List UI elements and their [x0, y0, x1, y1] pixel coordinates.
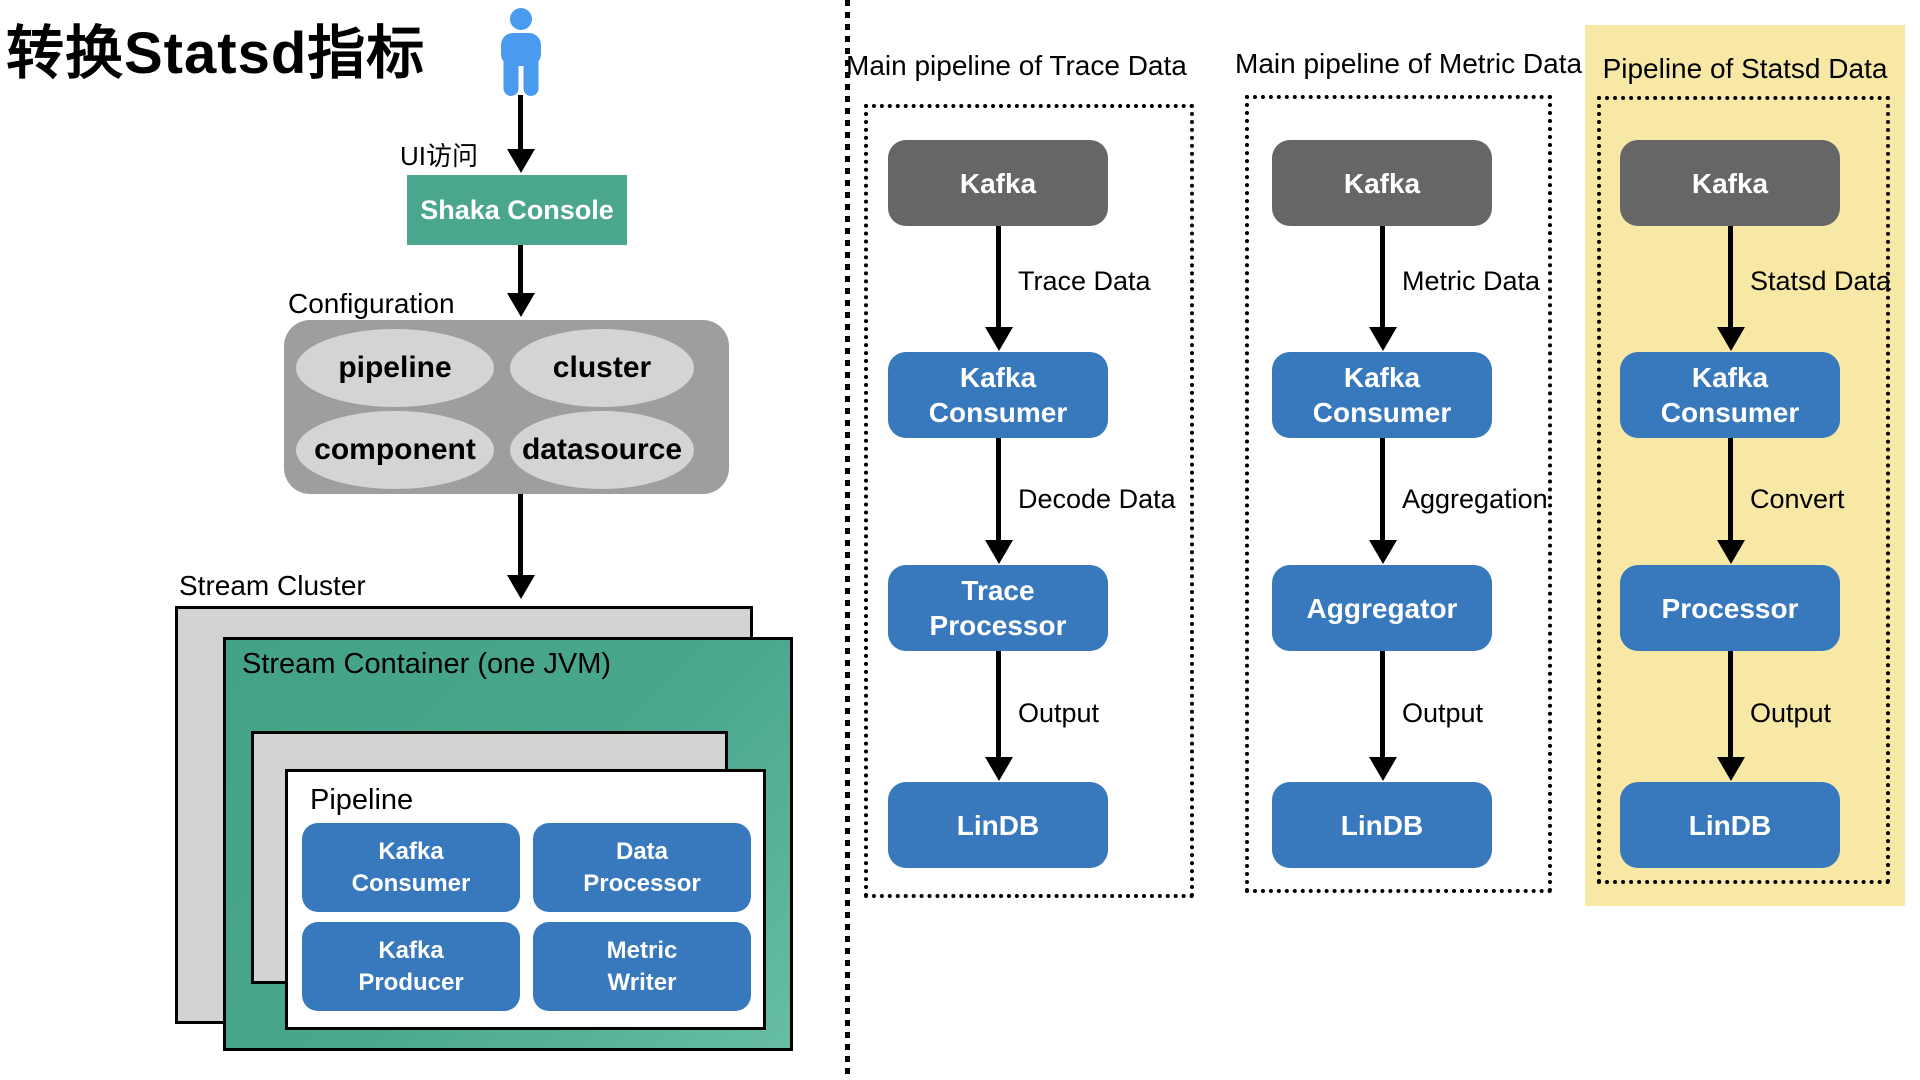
statsd-node-processor: Processor — [1620, 565, 1840, 651]
metric-arrow-3 — [1380, 651, 1385, 758]
pipeline-label: Pipeline — [310, 784, 414, 816]
config-item-cluster: cluster — [510, 329, 694, 407]
node-label: LinDB — [1688, 809, 1772, 841]
node-label: Processor — [929, 610, 1067, 641]
stream-container-label: Stream Container (one JVM) — [242, 648, 612, 680]
arrow-config-to-cluster — [518, 494, 523, 576]
statsd-arrow-2 — [1728, 438, 1733, 541]
trace-edge-label-3: Output — [1018, 698, 1100, 728]
config-item-pipeline: pipeline — [296, 329, 494, 407]
stream-cluster-label: Stream Cluster — [179, 570, 366, 601]
shaka-console-box: Shaka Console — [407, 175, 627, 245]
vertical-dotted-separator — [845, 0, 850, 1080]
component-data-processor: Data Processor — [533, 823, 751, 912]
statsd-node-kafka: Kafka — [1620, 140, 1840, 226]
node-label: Processor — [1661, 592, 1799, 624]
node-label: Kafka — [1343, 167, 1421, 199]
component-metric-writer: Metric Writer — [533, 922, 751, 1011]
component-kafka-consumer: Kafka Consumer — [302, 823, 520, 912]
metric-node-kafka: Kafka — [1272, 140, 1492, 226]
node-label: Kafka — [1343, 362, 1421, 393]
statsd-pipeline-border — [1597, 96, 1890, 884]
node-label: Consumer — [1660, 397, 1800, 428]
node-label: LinDB — [956, 809, 1040, 841]
metric-node-kafka-consumer: Kafka Consumer — [1272, 352, 1492, 438]
metric-pipeline-border — [1245, 95, 1552, 893]
statsd-edge-label-1: Statsd Data — [1750, 266, 1892, 296]
config-item-label: component — [314, 433, 476, 466]
statsd-edge-label-2: Convert — [1750, 484, 1845, 514]
statsd-pipeline-title: Pipeline of Statsd Data — [1602, 53, 1888, 84]
node-label: Kafka — [1691, 167, 1769, 199]
trace-edge-label-1: Trace Data — [1018, 266, 1151, 296]
node-label: Trace — [961, 575, 1035, 606]
config-item-datasource: datasource — [510, 411, 694, 489]
trace-arrow-3 — [996, 651, 1001, 758]
statsd-node-lindb: LinDB — [1620, 782, 1840, 868]
statsd-node-kafka-consumer: Kafka Consumer — [1620, 352, 1840, 438]
arrow-console-to-config — [518, 245, 523, 294]
metric-edge-label-2: Aggregation — [1402, 484, 1548, 514]
statsd-arrow-1 — [1728, 226, 1733, 328]
component-kafka-producer: Kafka Producer — [302, 922, 520, 1011]
component-label: Producer — [358, 968, 464, 996]
metric-node-lindb: LinDB — [1272, 782, 1492, 868]
trace-pipeline-border — [864, 104, 1194, 898]
node-label: Consumer — [928, 397, 1068, 428]
trace-arrow-1 — [996, 226, 1001, 328]
metric-arrow-1 — [1380, 226, 1385, 328]
metric-edge-label-3: Output — [1402, 698, 1484, 728]
node-label: Kafka — [959, 167, 1037, 199]
node-label: Consumer — [1312, 397, 1452, 428]
config-item-label: datasource — [521, 433, 683, 466]
statsd-edge-label-3: Output — [1750, 698, 1832, 728]
trace-edge-label-2: Decode Data — [1018, 484, 1176, 514]
node-label: Kafka — [959, 362, 1037, 393]
trace-arrow-2 — [996, 438, 1001, 541]
component-label: Kafka — [378, 937, 444, 965]
component-label: Metric — [606, 937, 678, 965]
person-icon — [494, 8, 548, 98]
ui-access-label: UI访问 — [399, 141, 478, 171]
metric-pipeline-title: Main pipeline of Metric Data — [1235, 48, 1583, 79]
trace-node-kafka-consumer: Kafka Consumer — [888, 352, 1108, 438]
trace-node-lindb: LinDB — [888, 782, 1108, 868]
config-item-component: component — [296, 411, 494, 489]
metric-arrow-2 — [1380, 438, 1385, 541]
trace-node-processor: Trace Processor — [888, 565, 1108, 651]
metric-node-aggregator: Aggregator — [1272, 565, 1492, 651]
component-label: Processor — [583, 869, 701, 897]
arrow-person-to-console — [518, 95, 523, 150]
metric-edge-label-1: Metric Data — [1402, 266, 1541, 296]
trace-pipeline-title: Main pipeline of Trace Data — [846, 50, 1187, 81]
component-label: Consumer — [351, 869, 471, 897]
node-label: Kafka — [1691, 362, 1769, 393]
config-item-label: cluster — [552, 351, 652, 384]
trace-node-kafka: Kafka — [888, 140, 1108, 226]
component-label: Data — [615, 838, 669, 866]
component-label: Kafka — [378, 838, 444, 866]
configuration-label: Configuration — [288, 288, 455, 319]
page-title: 转换Statsd指标 — [6, 21, 426, 86]
node-label: Aggregator — [1306, 592, 1458, 624]
node-label: LinDB — [1340, 809, 1424, 841]
statsd-arrow-3 — [1728, 651, 1733, 758]
config-item-label: pipeline — [338, 351, 452, 384]
shaka-console-label: Shaka Console — [420, 194, 614, 225]
component-label: Writer — [607, 968, 677, 996]
